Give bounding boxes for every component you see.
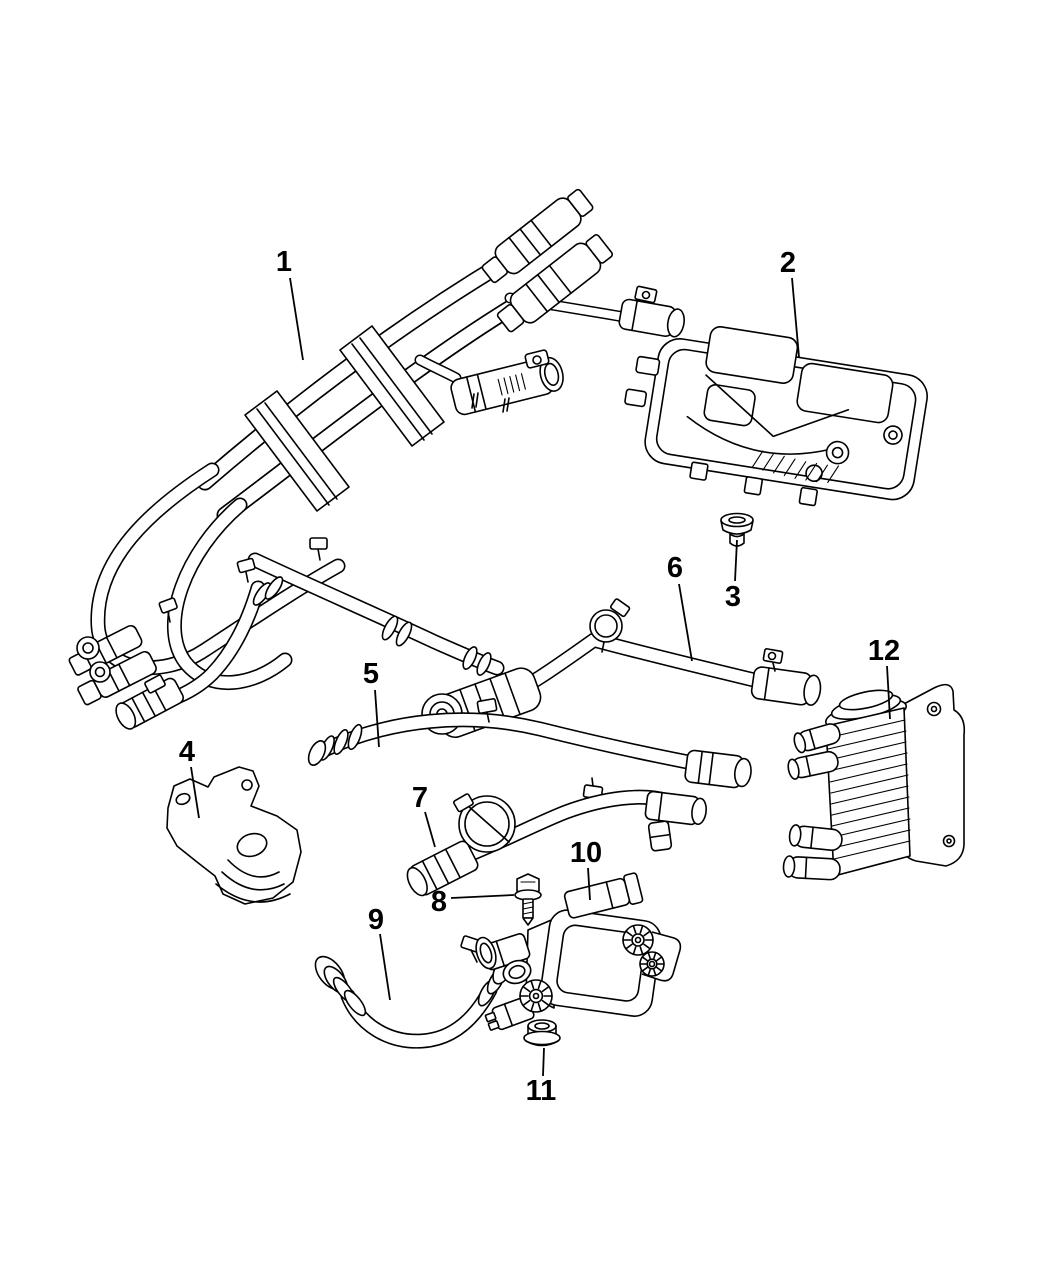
callout-12-leader-line [886, 665, 891, 720]
callout-3-leader-line [734, 539, 738, 582]
star-washer [622, 924, 654, 956]
part-2-coolant-heater [624, 326, 928, 507]
callout-7-leader-line [424, 811, 436, 848]
callout-8-leader-line [450, 894, 515, 899]
callout-4-label: 4 [179, 736, 195, 768]
callout-10-label: 10 [570, 837, 602, 869]
part-1-heater-tube-assembly [68, 188, 685, 730]
callout-12-label: 12 [868, 635, 900, 667]
callout-1-label: 1 [276, 246, 292, 278]
callout-2-label: 2 [780, 247, 796, 279]
callout-6-leader-line [678, 583, 693, 662]
callout-11-label: 11 [526, 1075, 557, 1107]
star-washer [519, 979, 553, 1013]
part-8-screw [514, 873, 542, 926]
callout-7-label: 7 [412, 782, 428, 814]
callout-5-label: 5 [363, 658, 379, 690]
part-3-push-pin [720, 512, 754, 547]
callout-2-leader-line [791, 277, 800, 358]
callout-4-leader-line [190, 766, 200, 819]
callout-9-leader-line [379, 933, 391, 1001]
part-12-oil-cooler [782, 683, 966, 881]
callout-3-label: 3 [725, 581, 741, 613]
part-10-valve-assembly [475, 872, 682, 1031]
callout-5-leader-line [374, 689, 380, 748]
part-4-bracket [166, 766, 302, 905]
callout-8-label: 8 [431, 886, 447, 918]
callout-9-label: 9 [368, 904, 384, 936]
callout-10-leader-line [587, 867, 591, 901]
part-5-hose [307, 698, 752, 800]
callout-1-leader-line [289, 277, 304, 361]
star-washer [639, 951, 665, 977]
part-7-hose [406, 789, 707, 897]
callout-11-leader-line [542, 1047, 545, 1077]
part-11-nut [523, 1019, 561, 1047]
callout-6-label: 6 [667, 552, 683, 584]
